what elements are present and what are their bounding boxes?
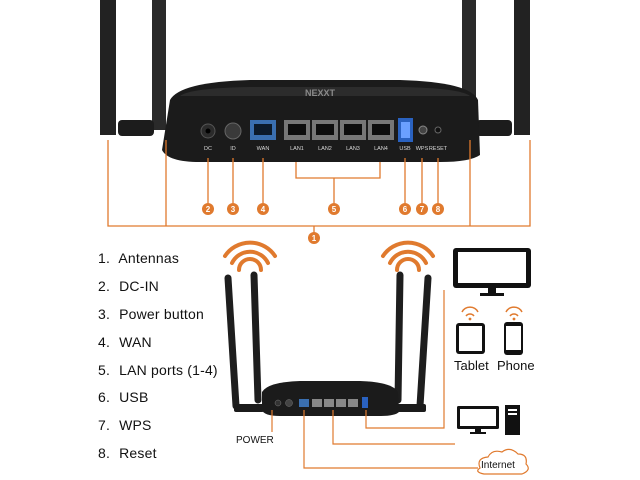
svg-text:4: 4 xyxy=(261,205,266,214)
wifi-small-tablet-icon xyxy=(461,306,479,317)
callout-badge-1: 1 xyxy=(308,232,320,244)
legend-item: 1. Antennas xyxy=(98,250,180,266)
antenna-top-left-inner xyxy=(152,0,166,130)
internet-cloud-icon xyxy=(477,448,529,475)
port-label-lan3: LAN3 xyxy=(346,146,360,152)
svg-text:7: 7 xyxy=(420,205,425,214)
reset-hole-icon xyxy=(434,126,442,134)
antenna-bottom-1 xyxy=(224,274,240,410)
power-button-icon xyxy=(224,122,242,140)
wifi-signal-left-icon xyxy=(223,240,277,272)
svg-text:3: 3 xyxy=(231,205,236,214)
callout-badge-8: 8 xyxy=(432,203,444,215)
router-body-bottom xyxy=(262,381,399,416)
legend-item: 8. Reset xyxy=(98,445,157,462)
port-label-lan2: LAN2 xyxy=(318,146,332,152)
phone-label: Phone xyxy=(497,358,535,373)
legend-item: 2. DC-IN xyxy=(98,277,159,294)
svg-text:5: 5 xyxy=(332,205,337,214)
port-label-id: ID xyxy=(230,146,236,152)
callout-badge-5: 5 xyxy=(328,203,340,215)
callout-badge-4: 4 xyxy=(257,203,269,215)
port-label-reset: RESET xyxy=(429,146,448,152)
power-label: POWER xyxy=(236,435,274,446)
legend-item: 4. WAN xyxy=(98,333,152,350)
callout-badge-6: 6 xyxy=(399,203,411,215)
antenna-bottom-3 xyxy=(394,271,404,404)
antenna-bottom-2 xyxy=(250,271,262,404)
monitor-icon xyxy=(453,248,531,296)
legend-list: 1. Antennas 2. DC-IN 3. Power button 4. … xyxy=(98,248,218,471)
callout-badge-2: 2 xyxy=(202,203,214,215)
brand-logo: NEXXT xyxy=(305,88,336,98)
legend-item: 3. Power button xyxy=(98,305,204,322)
port-label-usb: USB xyxy=(399,146,411,152)
wps-button-icon xyxy=(418,125,428,135)
wifi-small-phone-icon xyxy=(505,306,523,317)
antenna-bottom-4 xyxy=(416,274,432,410)
legend-item: 6. USB xyxy=(98,389,149,406)
phone-icon xyxy=(504,322,523,355)
internet-label: Internet xyxy=(481,460,515,471)
callout-badge-3: 3 xyxy=(227,203,239,215)
svg-text:1: 1 xyxy=(312,234,317,243)
legend-item: 7. WPS xyxy=(98,417,152,434)
svg-text:8: 8 xyxy=(436,205,441,214)
port-label-wan: WAN xyxy=(257,146,270,152)
port-label-lan1: LAN1 xyxy=(290,146,304,152)
antenna-top-left-outer xyxy=(100,0,116,135)
antenna-top-right-outer xyxy=(514,0,530,135)
port-label-lan4: LAN4 xyxy=(374,146,388,152)
legend-item: 5. LAN ports (1-4) xyxy=(98,361,218,378)
svg-text:6: 6 xyxy=(403,205,408,214)
tablet-label: Tablet xyxy=(454,358,489,373)
port-label-dc: DC xyxy=(204,146,212,152)
port-label-wps: WPS xyxy=(416,146,429,152)
svg-text:2: 2 xyxy=(206,205,211,214)
callout-badge-7: 7 xyxy=(416,203,428,215)
wifi-signal-right-icon xyxy=(381,240,435,272)
tablet-icon xyxy=(456,323,485,354)
desktop-computer-icon xyxy=(457,405,520,435)
